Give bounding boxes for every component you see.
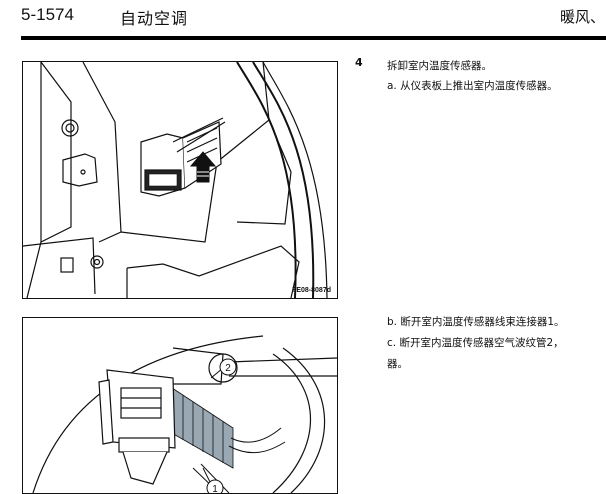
step-substep-c: c. 断开室内温度传感器空气波纹管2， — [387, 337, 564, 349]
page-header: 5-1574 自动空调 暖风、 — [0, 0, 606, 44]
step-substep-b: b. 断开室内温度传感器线束连接器1。 — [387, 316, 565, 328]
step-title: 拆卸室内温度传感器。 — [387, 60, 492, 72]
header-rule — [21, 36, 606, 40]
figure-sensor-removal: FE08-8087d — [22, 61, 338, 299]
step-substep-a: a. 从仪表板上推出室内温度传感器。 — [387, 80, 558, 92]
page-number: 5-1574 — [21, 5, 74, 24]
step-substep-c-continued: 器。 — [387, 358, 408, 370]
figure-sensor-connector: 2 1 — [22, 317, 338, 494]
sensor-connector-illustration: 2 1 — [32, 335, 337, 493]
section-title: 自动空调 — [120, 9, 189, 28]
callout-2-label: 2 — [225, 363, 231, 374]
sensor-removal-illustration — [23, 62, 328, 298]
chapter-title: 暖风、 — [560, 8, 606, 26]
figure-code: FE08-8087d — [292, 287, 331, 294]
step-number: 4 — [355, 56, 363, 69]
